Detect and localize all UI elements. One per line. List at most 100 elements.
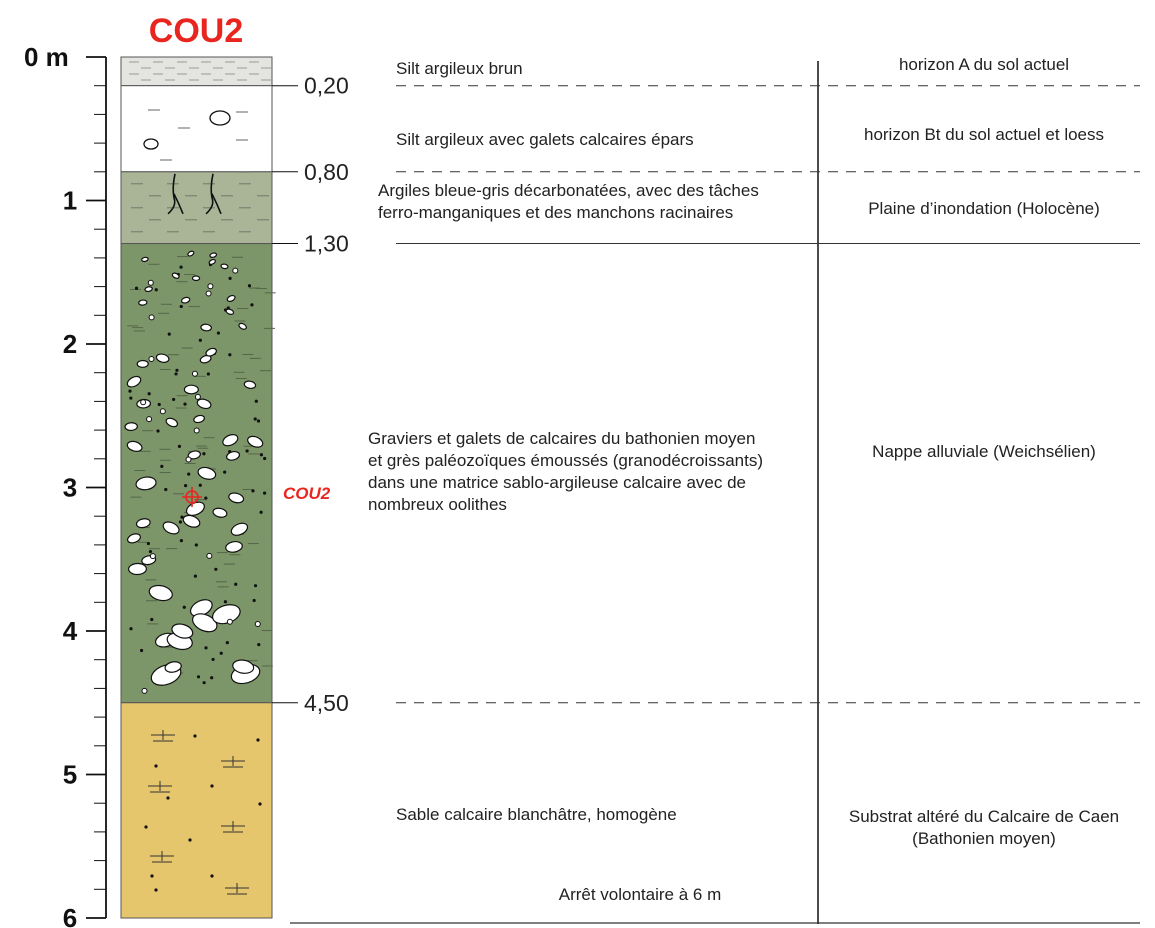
- gravel-pebble: [191, 275, 201, 282]
- sand-grain: [150, 617, 154, 622]
- layer-4-description: et grès paléozoïques émoussés (granodécr…: [368, 451, 763, 470]
- sand-grain: [250, 303, 254, 307]
- sand-grain: [256, 738, 260, 742]
- sand-grain: [144, 825, 148, 829]
- layer-4-description: nombreux oolithes: [368, 495, 507, 514]
- sand-grain: [234, 582, 238, 586]
- pebble: [143, 138, 159, 150]
- gravel-pebble: [127, 533, 141, 544]
- oolith: [194, 393, 201, 400]
- sand-grain: [128, 389, 132, 393]
- sand-grain: [182, 605, 186, 609]
- sand-grain: [179, 539, 184, 543]
- sand-grain: [188, 838, 192, 842]
- gravel-pebble: [155, 353, 170, 363]
- layer-4-fill: [120, 243, 273, 704]
- gravel-pebble: [126, 440, 143, 452]
- sand-grain: [150, 874, 154, 878]
- sand-grain: [253, 584, 258, 588]
- sand-grain: [134, 286, 139, 290]
- sand-grain: [211, 657, 215, 662]
- sand-grain: [254, 399, 258, 403]
- oolith: [149, 553, 156, 560]
- gravel-pebble: [191, 613, 218, 633]
- gravel-pebble: [247, 435, 264, 448]
- layer-4-description: Graviers et galets de calcaires du batho…: [368, 429, 755, 448]
- boundary-depth-label: 1,30: [304, 231, 349, 257]
- sand-grain: [204, 496, 208, 500]
- sand-grain: [202, 452, 206, 456]
- boundary-depth-label: 4,50: [304, 690, 349, 716]
- gravel-pebble: [193, 414, 205, 424]
- sand-grain: [204, 646, 208, 650]
- oolith: [206, 552, 213, 559]
- sand-grain: [210, 874, 214, 878]
- gravel-pebble: [238, 322, 247, 330]
- sand-grain: [167, 332, 171, 336]
- sample-marker: COU2: [182, 484, 331, 507]
- log-title: COU2: [149, 12, 243, 50]
- sand-grain: [228, 353, 232, 357]
- gravel-pebble: [138, 299, 148, 306]
- gravel-pebble: [212, 507, 228, 518]
- gravel-pebble: [148, 584, 173, 602]
- gravel-pebble: [187, 250, 195, 257]
- gravel-pebble: [182, 514, 201, 528]
- gravel-pebble: [165, 417, 179, 428]
- layer-1-description: Silt argileux brun: [396, 59, 523, 78]
- sand-grain: [129, 396, 133, 400]
- layer-1-interpretation: horizon A du sol actuel: [899, 55, 1069, 74]
- oolith: [254, 620, 261, 627]
- gravel-pebble: [222, 434, 239, 447]
- sand-grain: [210, 784, 214, 788]
- limestone-symbol: [221, 756, 245, 768]
- limestone-symbol: [225, 883, 249, 895]
- sand-grain: [198, 483, 202, 487]
- sample-crosshair-icon: [182, 487, 202, 507]
- sand-grain: [202, 681, 206, 685]
- sand-grain: [147, 392, 151, 396]
- gravel-pebble: [171, 272, 180, 279]
- layer-5-interpretation: (Bathonien moyen): [912, 829, 1056, 848]
- sand-grain: [178, 520, 183, 524]
- sand-grain: [247, 284, 252, 288]
- gravel-pebble: [183, 384, 199, 395]
- sand-grain: [263, 491, 267, 495]
- layer-5-interpretation: Substrat altéré du Calcaire de Caen: [849, 807, 1119, 826]
- sand-grain: [245, 449, 249, 453]
- gravel-pebble: [226, 294, 236, 303]
- root-trace: [205, 173, 222, 215]
- sand-grain: [148, 549, 153, 554]
- stop-note: Arrêt volontaire à 6 m: [559, 885, 722, 904]
- sand-grain: [256, 419, 261, 423]
- sand-grain: [172, 397, 176, 402]
- sand-grain: [223, 600, 227, 604]
- depth-label: 4: [63, 616, 78, 646]
- sand-grain: [156, 429, 160, 433]
- oolith: [185, 456, 192, 463]
- limestone-symbol: [151, 730, 175, 742]
- gravel-pebble: [208, 258, 216, 265]
- sand-grain: [228, 276, 232, 281]
- gravel-pebble: [200, 323, 212, 332]
- gravel-pebble: [243, 380, 257, 390]
- gravel-pebble: [162, 521, 180, 535]
- layer-4-description: dans une matrice sablo-argileuse calcair…: [368, 473, 746, 492]
- gravel-pebble: [199, 354, 212, 364]
- sand-grain: [154, 888, 158, 892]
- depth-label: 6: [63, 903, 77, 928]
- sand-grain: [146, 541, 151, 546]
- layer-2-fill: [120, 85, 273, 173]
- sand-grain: [194, 543, 198, 547]
- sand-grain: [187, 472, 191, 476]
- sand-grain: [214, 567, 218, 571]
- sand-grain: [183, 484, 188, 488]
- sand-grain: [223, 470, 227, 474]
- gravel-pebble: [135, 476, 157, 491]
- sand-grain: [160, 464, 164, 469]
- gravel-pebble: [144, 286, 153, 293]
- gravel-pebble: [220, 263, 229, 270]
- description-table: Silt argileux brun horizon A du sol actue…: [290, 55, 1140, 924]
